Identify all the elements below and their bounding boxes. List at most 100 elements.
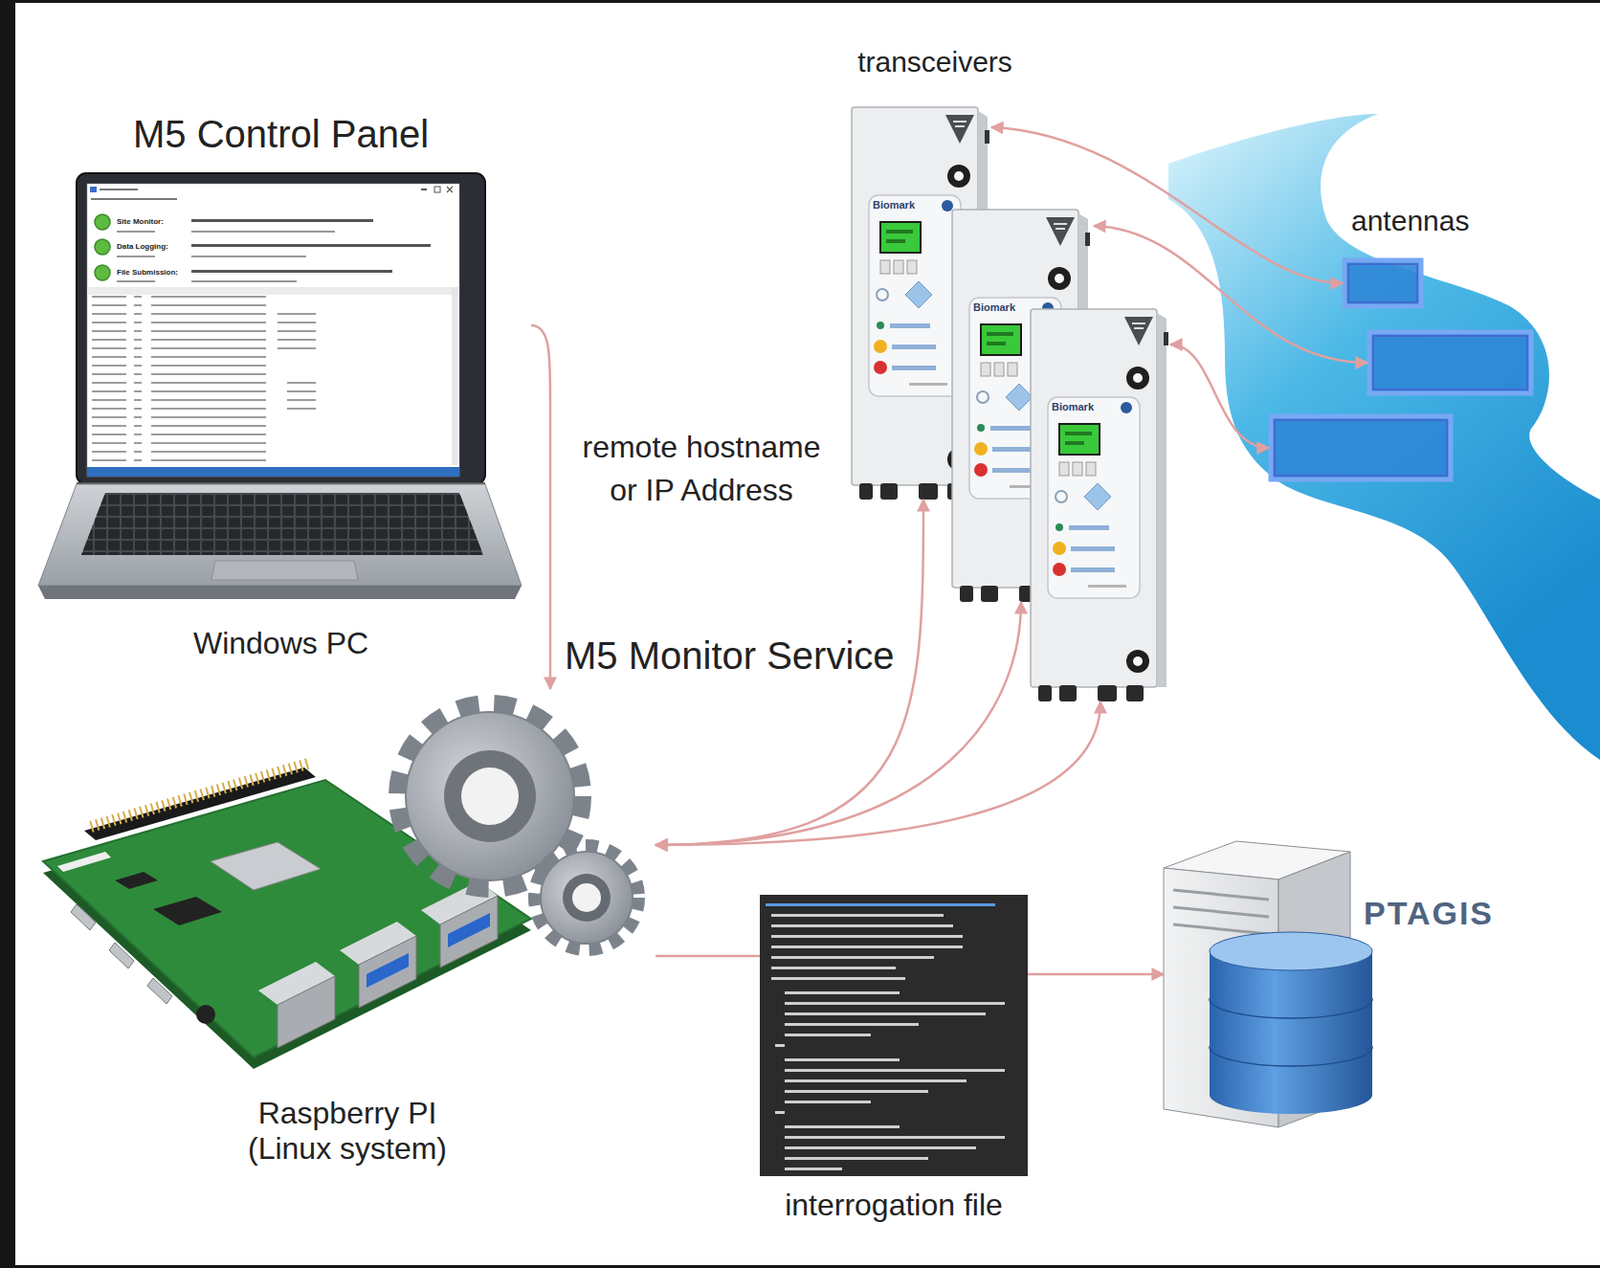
laptop-illustration bbox=[277, 311, 316, 356]
raspberry-pi-board bbox=[366, 953, 409, 988]
node-heading: M5 Control Panel bbox=[30, 111, 532, 156]
laptop-illustration bbox=[87, 466, 460, 477]
interrogation-file-image bbox=[784, 1012, 986, 1016]
laptop-illustration bbox=[191, 230, 335, 233]
file-node: interrogation file bbox=[759, 894, 1028, 1177]
transceiver-unit bbox=[1030, 309, 1169, 702]
group-label: antennas bbox=[1351, 204, 1469, 239]
interrogation-file-image bbox=[771, 966, 896, 970]
brand-text: Biomark bbox=[1051, 400, 1094, 414]
interrogation-file-image bbox=[784, 991, 900, 995]
laptop-illustration bbox=[116, 280, 156, 283]
interrogation-file-image bbox=[771, 934, 963, 938]
laptop-illustration bbox=[421, 188, 427, 191]
interrogation-file-image bbox=[784, 1167, 843, 1171]
laptop-illustration bbox=[94, 239, 111, 255]
antenna bbox=[1270, 416, 1451, 480]
raspberry-pi-board bbox=[196, 1004, 216, 1024]
group-label: transceivers bbox=[839, 45, 1031, 80]
river bbox=[1168, 113, 1600, 760]
antenna bbox=[1270, 260, 1532, 480]
laptop-illustration bbox=[38, 173, 522, 600]
antenna bbox=[1373, 335, 1528, 390]
interrogation-file-image bbox=[784, 1089, 929, 1093]
interrogation-file-image bbox=[784, 1079, 967, 1083]
board-node: Raspberry PI (Linux system) bbox=[41, 775, 532, 1082]
interrogation-file-image bbox=[784, 1022, 919, 1026]
connector-arrow bbox=[531, 325, 551, 689]
screen-text: Data Logging: bbox=[116, 242, 169, 251]
edge-label: remote hostname or IP Address bbox=[572, 425, 831, 512]
antenna bbox=[1348, 264, 1418, 303]
gears bbox=[572, 883, 601, 912]
laptop-illustration bbox=[38, 585, 522, 600]
node-caption: interrogation file bbox=[740, 1187, 1047, 1223]
transceiver-unit bbox=[851, 107, 1169, 702]
interrogation-file-image bbox=[771, 945, 963, 949]
interrogation-file-image bbox=[784, 1058, 900, 1062]
antenna-cable bbox=[991, 127, 1368, 448]
interrogation-file-image bbox=[771, 977, 906, 980]
raspberry-pi-board bbox=[114, 871, 158, 889]
brand-text: PTAGIS bbox=[1363, 894, 1494, 933]
server-database bbox=[1209, 932, 1373, 971]
interrogation-file-image bbox=[771, 955, 934, 959]
raspberry-pi-board bbox=[277, 976, 335, 1048]
raspberry-pi-board bbox=[447, 912, 490, 948]
antenna bbox=[1369, 332, 1532, 394]
laptop-illustration bbox=[116, 255, 156, 258]
raspberry-pi-board bbox=[84, 767, 316, 841]
server-database bbox=[1163, 841, 1373, 1128]
interrogation-file-image bbox=[765, 903, 996, 907]
gears bbox=[534, 845, 639, 950]
laptop-illustration bbox=[434, 186, 441, 193]
interrogation-file-image bbox=[759, 894, 1028, 1177]
server-database bbox=[1209, 999, 1373, 1067]
service-node: M5 Monitor Service bbox=[382, 688, 656, 967]
antenna bbox=[1274, 420, 1447, 476]
interrogation-file-image bbox=[784, 1125, 900, 1129]
laptop-illustration bbox=[87, 183, 460, 477]
antenna-cable bbox=[1170, 344, 1269, 448]
laptop-illustration bbox=[99, 188, 138, 191]
laptop-illustration bbox=[446, 186, 453, 193]
raspberry-pi-board bbox=[70, 904, 96, 931]
interrogation-file-image bbox=[784, 1146, 977, 1150]
laptop-illustration bbox=[91, 294, 127, 466]
laptop-illustration bbox=[211, 560, 358, 580]
laptop-illustration bbox=[81, 492, 484, 556]
laptop-illustration bbox=[191, 269, 393, 273]
laptop-illustration bbox=[451, 287, 458, 466]
interrogation-file-image bbox=[784, 1135, 1005, 1139]
laptop-illustration bbox=[287, 380, 316, 416]
laptop-illustration bbox=[87, 287, 460, 295]
raspberry-pi-board bbox=[153, 896, 223, 926]
laptop-illustration bbox=[94, 265, 111, 281]
raspberry-pi-board bbox=[440, 895, 498, 968]
connector-arrow bbox=[655, 955, 760, 958]
database-node: PTAGIS bbox=[1163, 831, 1493, 1128]
laptop-illustration bbox=[133, 294, 142, 466]
server-database bbox=[1173, 907, 1269, 917]
server-database bbox=[1173, 924, 1269, 934]
laptop-illustration bbox=[116, 230, 156, 233]
laptop-node: M5 Control PanelSite Monitor:Data Loggin… bbox=[30, 171, 532, 618]
laptop-illustration bbox=[90, 198, 178, 200]
interrogation-file-image bbox=[784, 1100, 871, 1104]
transceiver-node: Biomark bbox=[1030, 309, 1169, 702]
interrogation-file-image bbox=[784, 1156, 929, 1160]
interrogation-file-image bbox=[784, 1001, 1005, 1005]
raspberry-pi-board bbox=[90, 763, 309, 827]
laptop-illustration bbox=[94, 214, 111, 230]
raspberry-pi-board bbox=[210, 842, 321, 890]
gears bbox=[461, 767, 519, 825]
server-database bbox=[1173, 889, 1269, 900]
laptop-illustration bbox=[89, 186, 97, 193]
transceiver-node: Biomark bbox=[851, 107, 990, 500]
antenna-cable bbox=[991, 127, 1343, 284]
node-caption: Windows PC bbox=[30, 625, 532, 662]
raspberry-pi-board bbox=[109, 942, 134, 969]
interrogation-file-image bbox=[771, 924, 954, 928]
connector-arrow bbox=[655, 701, 1101, 845]
gears bbox=[444, 750, 536, 843]
